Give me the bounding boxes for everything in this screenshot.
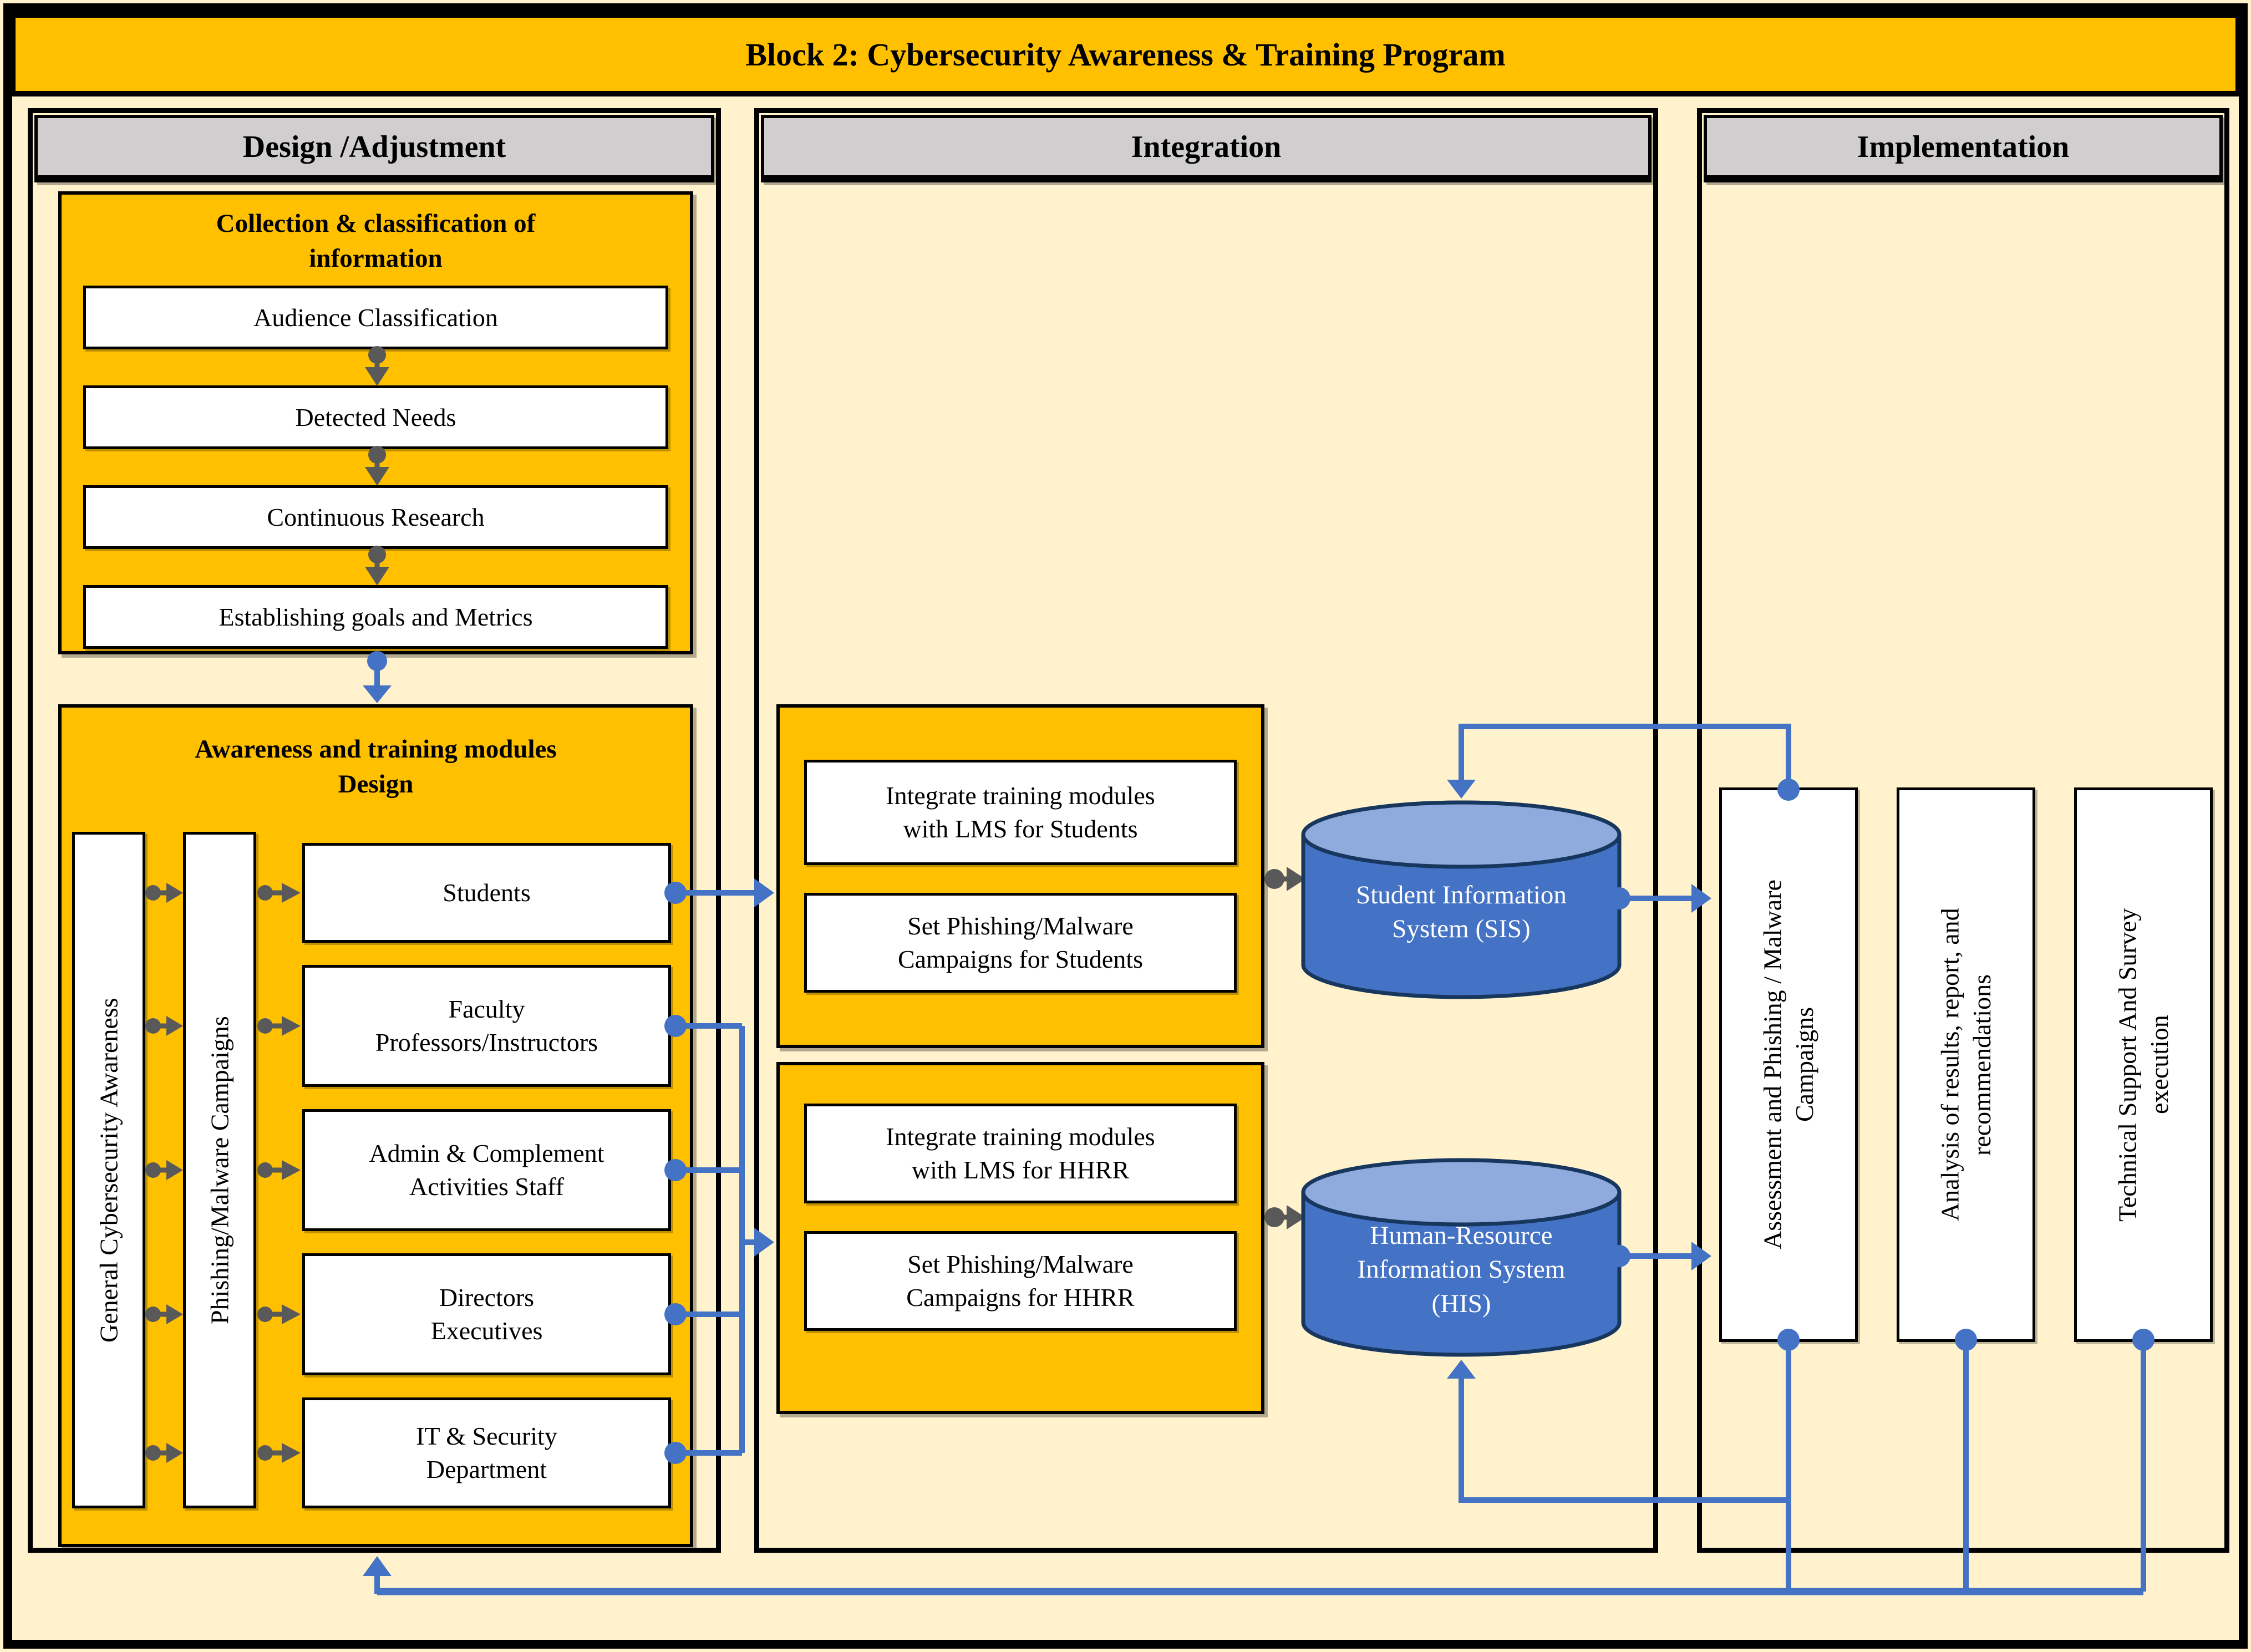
his-cylinder-label: Human-Resource Information System (HIS) — [1357, 1221, 1566, 1318]
audience-directors-executives: Directors Executives — [302, 1253, 671, 1375]
integrate-lms-students-box: Integrate training modules with LMS for … — [804, 760, 1237, 865]
audience-faculty: Faculty Professors/Instructors — [302, 965, 671, 1087]
design-adjustment-header: Design /Adjustment — [34, 115, 714, 182]
awareness-training-modules-title: Awareness and training modules Design — [195, 735, 557, 799]
integrate-lms-hhrr-box: Integrate training modules with LMS for … — [804, 1104, 1237, 1203]
impl-analysis-results-label: Analysis of results, report, and recomme… — [1935, 908, 1996, 1222]
set-phishing-campaigns-hhrr-box: Set Phishing/Malware Campaigns for HHRR — [804, 1231, 1237, 1331]
collection-classification-title: Collection & classification of informati… — [216, 209, 536, 273]
step-continuous-research: Continuous Research — [83, 485, 668, 549]
integration-header: Integration — [761, 115, 1652, 182]
track-phishing-malware-campaigns: Phishing/Malware Campaigns — [183, 832, 256, 1508]
track-general-cybersecurity-awareness: General Cybersecurity Awareness — [72, 832, 145, 1508]
audience-it-security-department: IT & Security Department — [302, 1397, 671, 1508]
audience-admin-staff: Admin & Complement Activities Staff — [302, 1109, 671, 1231]
track-general-cybersecurity-awareness-label: General Cybersecurity Awareness — [94, 998, 123, 1343]
set-phishing-campaigns-students-box: Set Phishing/Malware Campaigns for Stude… — [804, 893, 1237, 993]
impl-assessment-phishing-malware-label: Assessment and Phishing / Malware Campai… — [1758, 880, 1819, 1250]
impl-technical-support-label: Technical Support And Survey execution — [2113, 908, 2174, 1222]
diagram-title: Block 2: Cybersecurity Awareness & Train… — [745, 36, 1506, 73]
step-detected-needs: Detected Needs — [83, 385, 668, 449]
track-phishing-malware-campaigns-label: Phishing/Malware Campaigns — [205, 1016, 234, 1324]
impl-analysis-results-box: Analysis of results, report, and recomme… — [1897, 787, 2035, 1342]
audience-students: Students — [302, 843, 671, 943]
sis-cylinder-label: Student Information System (SIS) — [1356, 880, 1567, 943]
design-adjustment-header-label: Design /Adjustment — [242, 129, 506, 164]
step-establishing-goals-metrics: Establishing goals and Metrics — [83, 585, 668, 649]
impl-assessment-phishing-malware-box: Assessment and Phishing / Malware Campai… — [1719, 787, 1858, 1342]
integration-header-label: Integration — [1131, 129, 1282, 164]
implementation-header-label: Implementation — [1857, 129, 2070, 164]
outer-frame — [3, 3, 2248, 1649]
integration-students-block — [776, 704, 1264, 1048]
step-audience-classification: Audience Classification — [83, 286, 668, 349]
implementation-header: Implementation — [1704, 115, 2223, 182]
design-adjustment-column — [28, 108, 721, 1553]
diagram-title-band: Block 2: Cybersecurity Awareness & Train… — [12, 12, 2239, 96]
integration-column — [754, 108, 1658, 1553]
impl-technical-support-box: Technical Support And Survey execution — [2074, 787, 2213, 1342]
